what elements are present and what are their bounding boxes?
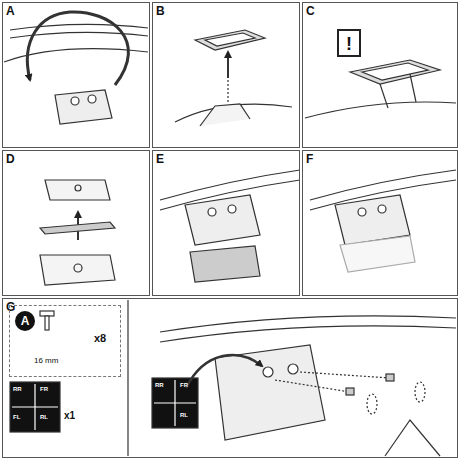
hole (75, 185, 81, 191)
sticker-text: FR (180, 382, 188, 389)
roof-bar (160, 326, 456, 342)
bolt (263, 367, 273, 377)
node-text: x8 (94, 332, 106, 345)
sticker-text: RL (40, 414, 48, 421)
turn-symbol (367, 394, 377, 414)
roof-line (305, 102, 456, 118)
bolt (358, 208, 366, 216)
warning-box: ! (337, 29, 361, 57)
turn-symbol (415, 382, 425, 402)
step-letter: D (6, 152, 15, 166)
bracket (190, 246, 260, 282)
sticker-text: RL (180, 412, 188, 419)
sticker-divider (154, 380, 196, 426)
roof-bar (160, 170, 300, 200)
bolt (208, 208, 216, 216)
sticker-text: RR (155, 382, 164, 389)
pad-inner (362, 63, 428, 80)
bracket (340, 236, 415, 272)
roof-bar (310, 170, 456, 200)
sticker (10, 382, 60, 432)
step-panel: D (2, 150, 150, 296)
guide-line (300, 372, 390, 378)
hole (74, 264, 82, 272)
step-panel: G 16 mm x8 A (2, 298, 458, 458)
quantity-label: x1 (64, 410, 75, 422)
screw (346, 388, 354, 395)
roof-bar (10, 24, 148, 30)
step-letter: A (6, 4, 15, 18)
node-text: A (15, 314, 35, 328)
node-text: ! (339, 34, 359, 54)
roof-bar (160, 316, 456, 332)
guide-line (227, 80, 228, 104)
plate (45, 180, 110, 200)
sticker-text: FR (40, 386, 48, 393)
bracket (40, 255, 115, 285)
part-circle: A (15, 311, 35, 331)
sticker-text: RR (13, 386, 22, 393)
step-letter: C (306, 4, 315, 18)
bolt (288, 364, 298, 374)
pad (195, 30, 265, 50)
node-text: 16 mm (34, 356, 58, 366)
screw (386, 374, 394, 381)
screw-head (40, 311, 54, 316)
bolt (71, 97, 79, 105)
step-letter: G (6, 300, 15, 314)
step-letter: E (156, 152, 164, 166)
bracket (200, 104, 250, 126)
step-panel: C! (302, 2, 458, 148)
step-letter: B (156, 4, 165, 18)
torque-symbol (385, 420, 440, 456)
bracket (380, 84, 388, 108)
divider (127, 300, 128, 456)
foot (185, 195, 260, 245)
pad (350, 60, 440, 84)
parts-box: 16 mm x8 A (9, 305, 121, 377)
bolt (378, 205, 386, 213)
apply-arrow (186, 355, 262, 388)
step-letter: F (306, 152, 313, 166)
sticker-divider (12, 384, 58, 430)
step-panel: B (152, 2, 300, 148)
screw-shaft (45, 316, 49, 330)
step-panel: F (302, 150, 458, 296)
pad-inner (205, 33, 255, 46)
foot (55, 90, 112, 124)
bolt (88, 95, 96, 103)
sticker-text: FL (13, 414, 20, 421)
guide-line (275, 380, 350, 392)
sticker (152, 378, 198, 428)
rotate-arrow (27, 12, 128, 85)
bracket (410, 74, 416, 102)
step-panel: A (2, 2, 150, 148)
lift-arrow (227, 52, 229, 78)
strip (40, 222, 115, 234)
step-panel: E (152, 150, 300, 296)
foot (215, 345, 325, 440)
bolt (228, 205, 236, 213)
